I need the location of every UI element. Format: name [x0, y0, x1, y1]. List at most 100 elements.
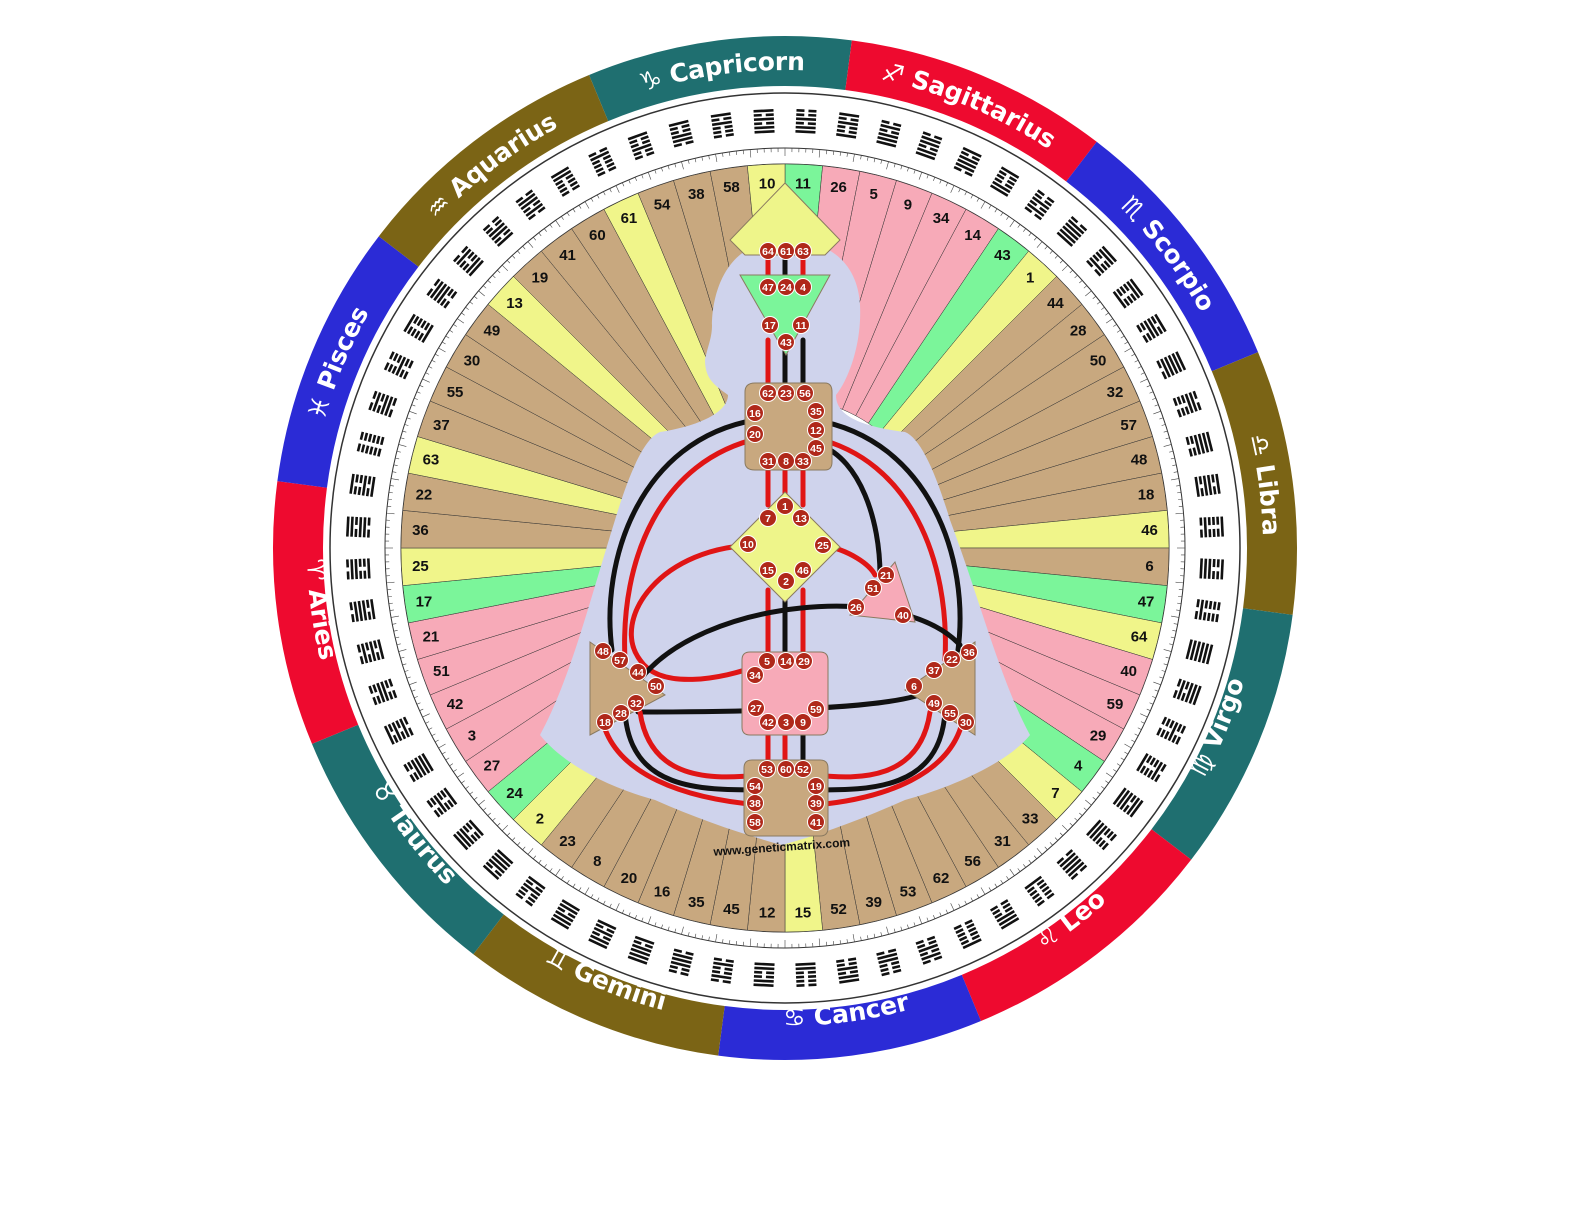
gate-number-14: 14	[964, 227, 981, 244]
hexagram-7	[1086, 819, 1117, 851]
hexagram-61	[588, 146, 617, 177]
gate-number-50: 50	[1090, 352, 1107, 369]
svg-text:7: 7	[765, 513, 771, 525]
gate-number-37: 37	[433, 417, 450, 434]
gate-number-40: 40	[1120, 663, 1137, 680]
gate-number-28: 28	[1070, 323, 1087, 340]
svg-text:38: 38	[749, 798, 761, 810]
hexagram-59	[1156, 716, 1187, 745]
gate-number-11: 11	[795, 175, 811, 192]
hexagram-45	[710, 957, 734, 984]
hexagram-64	[1185, 639, 1214, 665]
svg-text:44: 44	[632, 667, 644, 679]
gate-node-5: 5	[758, 652, 776, 670]
gate-node-32: 32	[627, 694, 645, 712]
svg-text:27: 27	[750, 703, 762, 715]
gate-node-21: 21	[877, 566, 895, 584]
gate-number-56: 56	[964, 853, 981, 870]
gate-number-2: 2	[536, 810, 544, 827]
hexagram-57	[1172, 390, 1202, 418]
gate-number-31: 31	[994, 833, 1011, 850]
svg-text:50: 50	[650, 681, 662, 693]
gate-node-53: 53	[758, 760, 776, 778]
gate-number-54: 54	[654, 196, 671, 213]
gate-node-6: 6	[905, 677, 923, 695]
gate-node-39: 39	[807, 794, 825, 812]
svg-text:53: 53	[761, 764, 773, 776]
gate-node-22: 22	[943, 650, 961, 668]
gate-number-30: 30	[464, 352, 481, 369]
gate-number-60: 60	[589, 227, 606, 244]
gate-number-61: 61	[621, 210, 638, 227]
gate-number-9: 9	[904, 196, 912, 213]
center-ajna	[739, 274, 831, 357]
hexagram-50	[1136, 313, 1167, 344]
svg-text:12: 12	[810, 425, 822, 437]
gate-node-12: 12	[807, 421, 825, 439]
gate-node-13: 13	[792, 509, 810, 527]
gate-number-51: 51	[433, 663, 450, 680]
gate-node-50: 50	[647, 677, 665, 695]
gate-number-57: 57	[1120, 417, 1137, 434]
hexagram-27	[426, 787, 458, 818]
svg-text:9: 9	[800, 717, 806, 729]
gate-node-44: 44	[629, 663, 647, 681]
svg-text:56: 56	[799, 388, 811, 400]
hexagram-31	[1024, 875, 1055, 907]
svg-text:14: 14	[780, 656, 792, 668]
gate-node-64: 64	[759, 242, 777, 260]
gate-number-21: 21	[423, 629, 440, 646]
gate-number-12: 12	[759, 905, 776, 922]
hexagram-44	[1086, 245, 1117, 277]
gate-node-28: 28	[612, 704, 630, 722]
gate-node-33: 33	[794, 452, 812, 470]
hexagram-55	[383, 351, 414, 380]
gate-number-10: 10	[759, 175, 776, 192]
gate-node-52: 52	[794, 760, 812, 778]
gate-node-25: 25	[814, 536, 832, 554]
hexagram-6	[1199, 558, 1224, 580]
svg-text:24: 24	[780, 282, 792, 294]
svg-text:58: 58	[749, 817, 761, 829]
gate-number-35: 35	[688, 894, 705, 911]
gate-node-58: 58	[746, 813, 764, 831]
gate-node-26: 26	[847, 598, 865, 616]
gate-node-3: 3	[777, 713, 795, 731]
hexagram-58	[710, 112, 734, 139]
hexagram-15	[795, 962, 817, 987]
svg-text:19: 19	[810, 781, 822, 793]
sign-segment-gemini	[473, 914, 725, 1056]
gate-node-59: 59	[807, 700, 825, 718]
gate-number-32: 32	[1107, 384, 1124, 401]
svg-text:22: 22	[946, 654, 958, 666]
svg-text:33: 33	[797, 456, 809, 468]
gate-node-31: 31	[759, 452, 777, 470]
gate-node-42: 42	[759, 713, 777, 731]
svg-text:41: 41	[810, 817, 822, 829]
gate-node-48: 48	[594, 642, 612, 660]
gate-node-41: 41	[807, 813, 825, 831]
sign-segment-leo	[961, 829, 1192, 1022]
gate-node-62: 62	[759, 384, 777, 402]
gate-node-40: 40	[894, 606, 912, 624]
svg-text:17: 17	[764, 320, 776, 332]
svg-text:5: 5	[764, 656, 770, 668]
hexagram-43	[1024, 189, 1055, 221]
svg-text:48: 48	[597, 646, 609, 658]
hexagram-42	[383, 716, 414, 745]
hexagram-17	[349, 599, 376, 623]
svg-text:57: 57	[614, 655, 626, 667]
svg-text:54: 54	[749, 781, 761, 793]
svg-text:6: 6	[911, 681, 917, 693]
gate-node-2: 2	[777, 572, 795, 590]
gate-node-38: 38	[746, 794, 764, 812]
hexagram-5	[876, 119, 902, 148]
gate-node-1: 1	[776, 497, 794, 515]
sign-segment-virgo	[1151, 608, 1293, 860]
gate-number-3: 3	[468, 728, 476, 745]
gate-node-34: 34	[746, 666, 764, 684]
hexagram-51	[368, 678, 398, 706]
gate-node-51: 51	[864, 579, 882, 597]
hexagram-46	[1199, 516, 1224, 538]
hexagram-29	[1136, 752, 1167, 783]
